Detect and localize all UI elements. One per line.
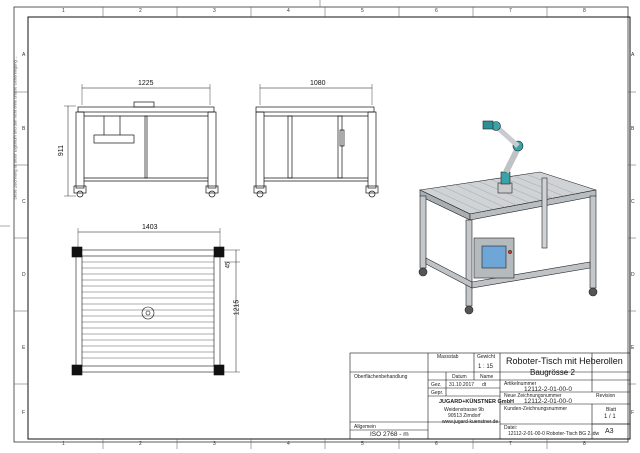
outer-frame	[13, 6, 629, 443]
zone-row-d: D	[22, 272, 26, 278]
surface-label: Oberflächenbehandlung	[354, 374, 408, 380]
zone-row-f: F	[22, 410, 26, 416]
article-label: Artikelnummer	[504, 381, 537, 387]
zone-col-6: 6	[435, 8, 438, 14]
zone-row-e: E	[22, 345, 26, 351]
inner-frame	[27, 16, 631, 440]
zone-col-8-bottom: 8	[583, 441, 586, 447]
drawing-title: Roboter-Tisch mit Heberollen	[506, 356, 623, 366]
front-view	[64, 84, 219, 198]
zone-col-1-bottom: 1	[62, 441, 65, 447]
zone-row-a: A	[22, 52, 26, 58]
file-value: 12112-2-01-00-0 Roboter-Tisch BG 2.idw	[508, 431, 600, 437]
tolerance-label: Allgemein	[354, 424, 376, 430]
tolerance-value: ISO 2768 - m	[370, 431, 409, 438]
zone-col-3: 3	[213, 8, 216, 14]
sheet-label: Blatt	[606, 407, 617, 413]
checked-label: Gepr.	[431, 390, 444, 396]
paper-format: A3	[605, 428, 614, 435]
zone-col-5-bottom: 5	[361, 441, 364, 447]
top-width-dim: 1403	[142, 224, 158, 231]
zone-col-3-bottom: 3	[213, 441, 216, 447]
scale-value: 1 : 15	[478, 364, 494, 370]
copyright-note: Diese Zeichnung ist unser Eigentum und d…	[12, 55, 18, 200]
company-web: www.jugard-kuenstner.de	[442, 419, 499, 425]
zone-col-8: 8	[583, 8, 586, 14]
article-value: 12112-2-01-00-0	[524, 386, 572, 393]
zone-col-4-bottom: 4	[287, 441, 290, 447]
zone-row-c: C	[22, 199, 26, 205]
title-block-frame	[349, 352, 631, 440]
zone-col-7-bottom: 7	[509, 441, 512, 447]
isometric-view	[418, 120, 598, 315]
zone-row-b: B	[22, 126, 26, 132]
zone-col-7: 7	[509, 8, 512, 14]
front-width-dim: 1225	[138, 80, 154, 87]
drawing-no-value: 12112-2-01-00-0	[524, 398, 572, 405]
zone-row-f-right: F	[631, 410, 635, 416]
zone-row-d-right: D	[631, 272, 635, 278]
file-label: Datei:	[504, 425, 518, 431]
top-view	[71, 228, 240, 376]
zone-col-6-bottom: 6	[435, 441, 438, 447]
zone-row-e-right: E	[631, 345, 635, 351]
side-width-dim: 1080	[310, 80, 326, 87]
front-height-dim: 911	[58, 144, 66, 157]
drawn-label: Gez.	[431, 382, 442, 388]
drawing-no-label: Neue Zeichnungsnummer	[504, 393, 562, 399]
drawn-name: dt	[482, 382, 487, 388]
zone-col-5: 5	[361, 8, 364, 14]
revision-label: Revision	[596, 393, 616, 399]
zone-row-c-right: C	[631, 199, 635, 205]
zone-col-2: 2	[139, 8, 142, 14]
zone-col-4: 4	[287, 8, 290, 14]
zone-col-1: 1	[62, 8, 65, 14]
zone-row-b-right: B	[631, 126, 635, 132]
zone-col-2-bottom: 2	[139, 441, 142, 447]
sheet-value: 1 / 1	[604, 414, 616, 420]
side-view	[253, 84, 379, 198]
date-label: Datum	[452, 374, 467, 380]
company-address-1: Weidenstrasse 9b	[444, 407, 484, 413]
drawing-subtitle: Baugrösse 2	[530, 368, 575, 377]
scale-label: Massstab	[437, 354, 459, 360]
weight-label: Gewicht	[477, 354, 496, 360]
old-drawing-label: Kunden-Zeichnungsnummer	[504, 406, 568, 412]
zone-row-a-right: A	[631, 52, 635, 58]
top-offset-dim: 45	[225, 261, 232, 269]
drawn-date: 31.10.2017	[449, 382, 475, 388]
name-label: Name	[480, 374, 494, 380]
top-height-dim: 1215	[233, 299, 241, 316]
company-name: JUGARD+KÜNSTNER GmbH	[439, 399, 515, 405]
company-address-2: 90513 Zirndorf	[448, 413, 481, 419]
